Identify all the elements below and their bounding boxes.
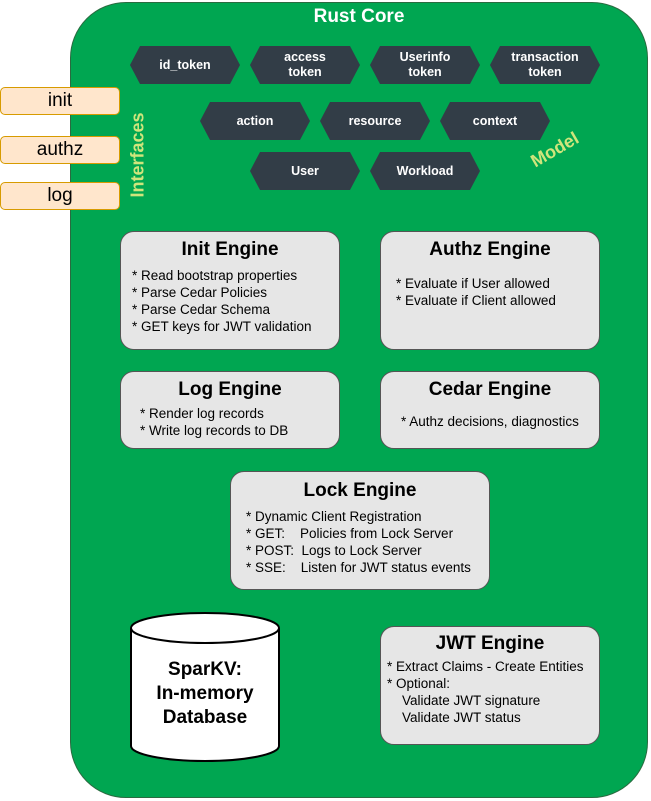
jwt-engine-title: JWT Engine: [435, 633, 545, 654]
token-user: User: [250, 152, 360, 190]
list-item: * Parse Cedar Schema: [132, 302, 271, 317]
token-resource: resource: [320, 102, 430, 140]
authz-engine: Authz Engine * Evaluate if User allowed …: [380, 231, 600, 350]
database-line-1: SparKV:: [168, 659, 242, 680]
token-access-token: access token: [250, 46, 360, 84]
token-id-token: id_token: [130, 46, 240, 84]
list-item: * Evaluate if Client allowed: [396, 293, 556, 308]
list-item: * Dynamic Client Registration: [246, 509, 422, 524]
database-line-3: Database: [162, 707, 248, 728]
list-item: * Write log records to DB: [140, 423, 289, 438]
list-item: Validate JWT signature: [387, 693, 541, 708]
interfaces-label: Interfaces: [127, 112, 148, 198]
database-label: SparKV: In-memory Database: [130, 658, 280, 730]
lock-engine: Lock Engine * Dynamic Client Registratio…: [230, 471, 490, 590]
init-engine: Init Engine * Read bootstrap properties …: [120, 231, 340, 350]
list-item: * Optional:: [387, 676, 451, 691]
cedar-engine-title: Cedar Engine: [428, 379, 552, 400]
list-item: * Evaluate if User allowed: [396, 276, 550, 291]
rust-core-title: Rust Core: [313, 6, 405, 27]
jwt-engine-list: * Extract Claims - Create Entities * Opt…: [387, 658, 584, 726]
cedar-engine-list: * Authz decisions, diagnostics: [401, 413, 579, 430]
log-engine-title: Log Engine: [178, 379, 282, 400]
list-item: * SSE: Listen for JWT status events: [246, 560, 471, 575]
init-engine-list: * Read bootstrap properties * Parse Ceda…: [132, 267, 312, 335]
token-context: context: [440, 102, 550, 140]
list-item: * POST: Logs to Lock Server: [246, 543, 422, 558]
init-engine-title: Init Engine: [181, 239, 279, 260]
token-transaction-token: transaction token: [490, 46, 600, 84]
lock-engine-list: * Dynamic Client Registration * GET: Pol…: [246, 508, 471, 576]
interface-init: init: [0, 87, 120, 115]
interface-log: log: [0, 182, 120, 210]
interface-authz: authz: [0, 136, 120, 164]
list-item: * GET keys for JWT validation: [132, 319, 312, 334]
database-cylinder-icon: [130, 612, 280, 762]
token-userinfo-token: Userinfo token: [370, 46, 480, 84]
lock-engine-title: Lock Engine: [303, 480, 417, 501]
token-workload: Workload: [370, 152, 480, 190]
token-action: action: [200, 102, 310, 140]
list-item: * Render log records: [140, 406, 264, 421]
log-engine: Log Engine * Render log records * Write …: [120, 371, 340, 449]
list-item: * Read bootstrap properties: [132, 268, 298, 283]
authz-engine-title: Authz Engine: [429, 239, 551, 260]
database-line-2: In-memory: [156, 683, 254, 704]
log-engine-list: * Render log records * Write log records…: [140, 405, 288, 439]
list-item: * Extract Claims - Create Entities: [387, 659, 584, 674]
jwt-engine: JWT Engine * Extract Claims - Create Ent…: [380, 626, 600, 745]
list-item: * Parse Cedar Policies: [132, 285, 268, 300]
authz-engine-list: * Evaluate if User allowed * Evaluate if…: [396, 275, 556, 309]
list-item: * Authz decisions, diagnostics: [401, 414, 579, 429]
list-item: Validate JWT status: [387, 710, 521, 725]
list-item: * GET: Policies from Lock Server: [246, 526, 454, 541]
cedar-engine: Cedar Engine * Authz decisions, diagnost…: [380, 371, 600, 449]
